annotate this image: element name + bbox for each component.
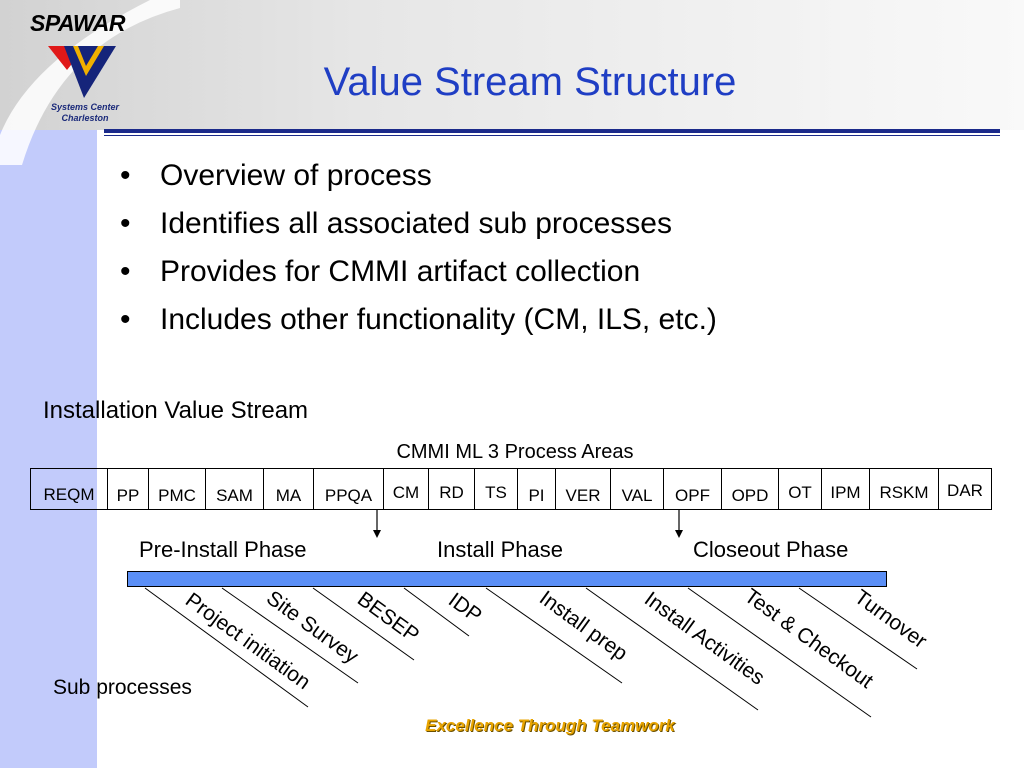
process-area-row: REQM PP PMC SAM MA PPQA CM RD TS PI VER …: [30, 468, 992, 510]
subprocess-label: Turnover: [850, 585, 931, 653]
bullet-marker: •: [120, 255, 131, 288]
process-area-label: VER: [565, 486, 601, 505]
bullet-item: • Provides for CMMI artifact collection: [120, 251, 717, 299]
process-area-label: SAM: [216, 486, 253, 505]
process-area-cell: VER: [556, 469, 611, 509]
process-area-label: RD: [439, 483, 464, 502]
process-area-label: RSKM: [879, 483, 929, 502]
process-area-label: OPD: [731, 486, 769, 505]
process-area-cell: PP: [108, 469, 149, 509]
bullet-item: • Includes other functionality (CM, ILS, …: [120, 299, 717, 347]
bullet-text: Identifies all associated sub processes: [160, 207, 672, 240]
process-area-label: PI: [528, 486, 545, 505]
process-area-cell: MA: [264, 469, 314, 509]
process-area-cell: PPQA: [314, 469, 384, 509]
logo-wordmark: SPAWAR: [30, 10, 125, 36]
process-area-label: PP: [116, 486, 140, 505]
process-area-cell: CM: [384, 469, 429, 509]
process-area-label: MA: [275, 486, 302, 505]
logo-subtitle-line1: Systems Center: [50, 102, 120, 112]
process-area-cell: OPF: [664, 469, 722, 509]
cmmi-process-areas-title: CMMI ML 3 Process Areas: [396, 441, 634, 463]
process-area-cell: RD: [429, 469, 475, 509]
process-area-label: IPM: [830, 483, 861, 502]
process-area-cell: PI: [518, 469, 556, 509]
process-area-cell: TS: [475, 469, 518, 509]
bullet-text: Provides for CMMI artifact collection: [160, 255, 641, 288]
arrow-head-icon: [675, 530, 683, 538]
subprocess-label: Install prep: [535, 586, 632, 665]
logo-subtitle: Systems Center Charleston: [40, 102, 130, 124]
value-stream-label: Installation Value Stream: [43, 397, 309, 424]
arrow-head-icon: [373, 530, 381, 538]
process-area-label: PMC: [158, 486, 196, 505]
slide-title: Value Stream Structure: [323, 60, 737, 104]
process-area-label: OPF: [675, 486, 710, 505]
logo-subtitle-line2: Charleston: [61, 113, 109, 123]
process-area-cell: RSKM: [870, 469, 939, 509]
bullet-item: • Overview of process: [120, 155, 717, 203]
spawar-logo: SPAWAR Systems Center Charleston: [0, 0, 180, 165]
process-area-label: REQM: [43, 485, 95, 504]
footer-tagline: Excellence Through Teamwork: [425, 716, 675, 735]
subprocess-install-prep: Install prep: [485, 586, 632, 684]
phase-label-pre-install: Pre-Install Phase: [139, 537, 307, 562]
process-area-cell: DAR: [939, 469, 991, 509]
process-area-cell: IPM: [822, 469, 870, 509]
process-area-label: DAR: [947, 481, 983, 500]
process-area-label: CM: [392, 483, 420, 502]
title-rule-thin: [104, 135, 1000, 136]
process-area-cell: OT: [779, 469, 822, 509]
process-area-cell: VAL: [611, 469, 664, 509]
process-area-cell: SAM: [206, 469, 264, 509]
process-area-cell: PMC: [149, 469, 206, 509]
process-area-label: OT: [788, 483, 812, 502]
bullet-text: Overview of process: [160, 159, 432, 192]
phase-label-closeout: Closeout Phase: [693, 537, 849, 562]
bullet-item: • Identifies all associated sub processes: [120, 203, 717, 251]
process-area-label: TS: [485, 483, 507, 502]
process-area-cell: OPD: [722, 469, 779, 509]
phase-label-install: Install Phase: [437, 537, 563, 562]
subprocess-label: BESEP: [353, 587, 423, 647]
bullet-text: Includes other functionality (CM, ILS, e…: [160, 303, 717, 336]
process-area-label: VAL: [621, 486, 653, 505]
bullet-list: • Overview of process • Identifies all ass…: [120, 155, 717, 347]
process-area-cell: REQM: [31, 469, 108, 509]
bullet-marker: •: [120, 303, 131, 336]
phase-timeline-bar: [127, 571, 887, 587]
bullet-marker: •: [120, 159, 131, 192]
process-area-label: PPQA: [324, 486, 373, 505]
title-rule-thick: [104, 129, 1000, 133]
header-band: [0, 0, 1024, 130]
sub-processes-label: Sub processes: [53, 676, 192, 699]
bullet-marker: •: [120, 207, 131, 240]
